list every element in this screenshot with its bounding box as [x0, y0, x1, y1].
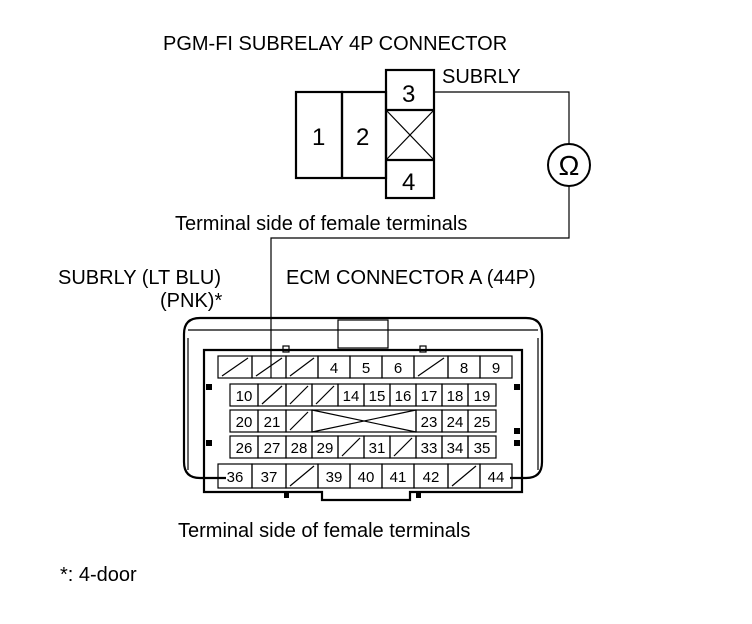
ecm-pin: 33 — [421, 440, 438, 457]
ecm-terminal-face — [202, 348, 524, 502]
ecm-connector-title: ECM CONNECTOR A (44P) — [286, 267, 536, 289]
probe-wire-bottom — [270, 186, 570, 378]
ecm-pin: 41 — [390, 469, 407, 486]
subrelay-pin-3: 3 — [402, 81, 415, 108]
ecm-pin: 24 — [447, 414, 464, 431]
ecm-pin: 27 — [264, 440, 281, 457]
ecm-pin: 37 — [261, 469, 278, 486]
probe-wire-top — [434, 91, 570, 144]
ecm-pin: 16 — [395, 388, 412, 405]
ecm-pin: 44 — [488, 469, 505, 486]
ecm-pin: 5 — [362, 360, 370, 377]
footnote: *: 4-door — [60, 564, 137, 586]
subrelay-pin-2: 2 — [356, 124, 369, 151]
ecm-pin: 21 — [264, 414, 281, 431]
ecm-pin: 14 — [343, 388, 360, 405]
ecm-pin: 6 — [394, 360, 402, 377]
ecm-pin: 39 — [326, 469, 343, 486]
ecm-pin: 10 — [236, 388, 253, 405]
subrelay-connector: 1 2 3 4 — [294, 68, 436, 200]
subrelay-connector-title: PGM-FI SUBRELAY 4P CONNECTOR — [163, 33, 507, 55]
ecm-latch — [337, 319, 389, 349]
terminal-side-label-top: Terminal side of female terminals — [175, 213, 467, 235]
ecm-pin: 34 — [447, 440, 464, 457]
ecm-pin: 23 — [421, 414, 438, 431]
ecm-connector: 4 5 6 8 9 10 14 15 16 17 18 19 — [182, 316, 544, 502]
ecm-pin: 42 — [423, 469, 440, 486]
pnk-wire-label: (PNK)* — [160, 290, 222, 312]
ecm-pin: 29 — [317, 440, 334, 457]
ecm-pin: 36 — [227, 469, 244, 486]
ecm-pin: 40 — [358, 469, 375, 486]
ecm-pin: 31 — [369, 440, 386, 457]
ecm-pin: 9 — [492, 360, 500, 377]
ecm-pin: 25 — [474, 414, 491, 431]
terminal-side-label-bottom: Terminal side of female terminals — [178, 520, 470, 542]
subrly-terminal-label: SUBRLY — [442, 66, 521, 88]
subrelay-pin-4: 4 — [402, 169, 415, 196]
subrly-wire-label: SUBRLY (LT BLU) — [58, 267, 221, 289]
ecm-pin: 18 — [447, 388, 464, 405]
ecm-pin: 20 — [236, 414, 253, 431]
subrelay-pin-1: 1 — [312, 124, 325, 151]
ecm-pin: 19 — [474, 388, 491, 405]
ecm-pin: 4 — [330, 360, 338, 377]
subrelay-column-3-4 — [384, 68, 436, 200]
ecm-pin: 8 — [460, 360, 468, 377]
ecm-pin: 35 — [474, 440, 491, 457]
ecm-pin: 17 — [421, 388, 438, 405]
ecm-pin: 26 — [236, 440, 253, 457]
ecm-pin: 15 — [369, 388, 386, 405]
ecm-pin: 28 — [291, 440, 308, 457]
ohm-symbol: Ω — [559, 150, 580, 181]
